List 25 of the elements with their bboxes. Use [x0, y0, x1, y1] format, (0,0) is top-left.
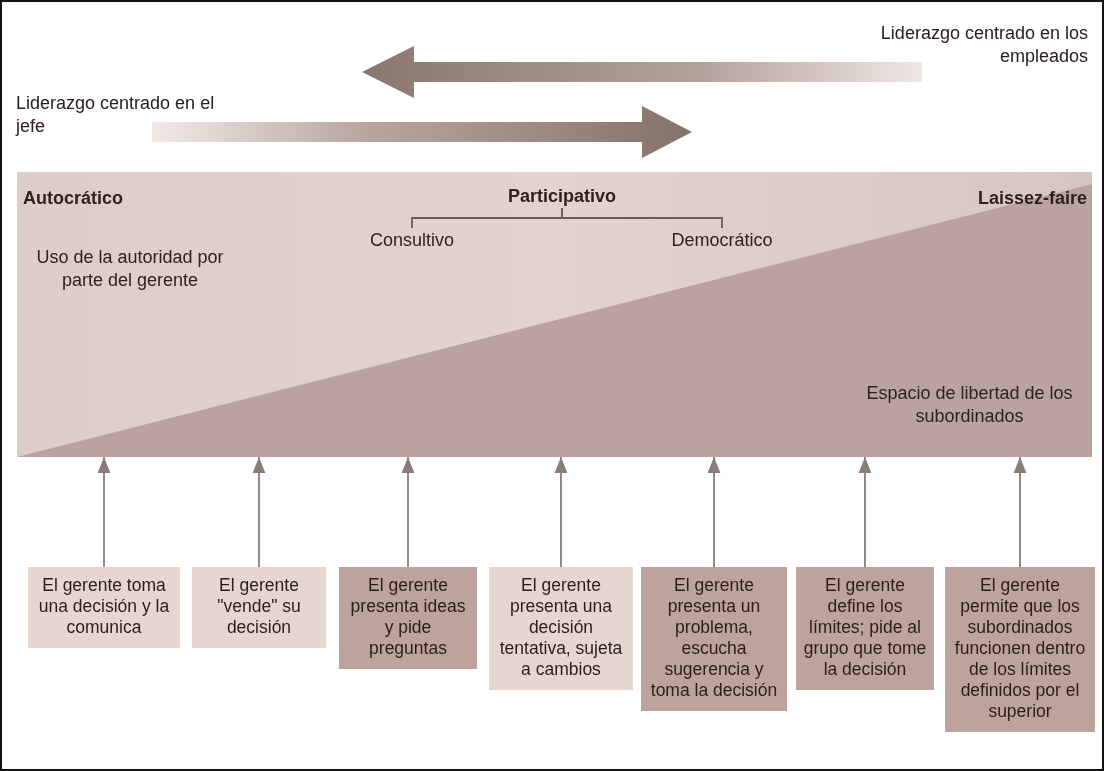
arrow: [707, 456, 721, 568]
behavior-box: El gerente presenta ideas y pide preguntas: [339, 567, 477, 669]
arrow: [97, 456, 111, 568]
behavior-box: El gerente "vende" su decisión: [192, 567, 326, 648]
style-heading: Participativo: [487, 184, 637, 208]
arrow: [252, 456, 266, 568]
region-label: Espacio de libertad de los subordinados: [865, 382, 1074, 427]
behavior-box: El gerente presenta una decisión tentativa, sujeta a cambios: [489, 567, 633, 690]
behavior-box: El gerente permite que los subordinados funcionen dentro de los límites definidos por el superior: [945, 567, 1095, 732]
behavior-box: El gerente presenta un problema, escucha sugerencia y toma la decisión: [641, 567, 787, 711]
region-label: Uso de la autoridad por parte del gerente: [35, 246, 225, 291]
behavior-box: El gerente toma una decisión y la comunica: [28, 567, 180, 648]
substyle-label: Consultivo: [352, 228, 472, 252]
substyle-label: Democrático: [647, 228, 797, 252]
style-heading: Autocrático: [23, 187, 124, 210]
behavior-box: El gerente define los límites; pide al grupo que tome la decisión: [796, 567, 934, 690]
style-heading: Laissez-faire: [976, 187, 1087, 210]
leadership-continuum-band: [17, 172, 1092, 457]
arrow: [554, 456, 568, 568]
direction-label: Liderazgo centrado en el jefe: [16, 92, 216, 138]
bracket-line: [561, 207, 723, 229]
arrow: [1013, 456, 1027, 568]
direction-label: Liderazgo centrado en los empleados: [879, 22, 1088, 68]
arrow: [858, 456, 872, 568]
arrow: [401, 456, 415, 568]
